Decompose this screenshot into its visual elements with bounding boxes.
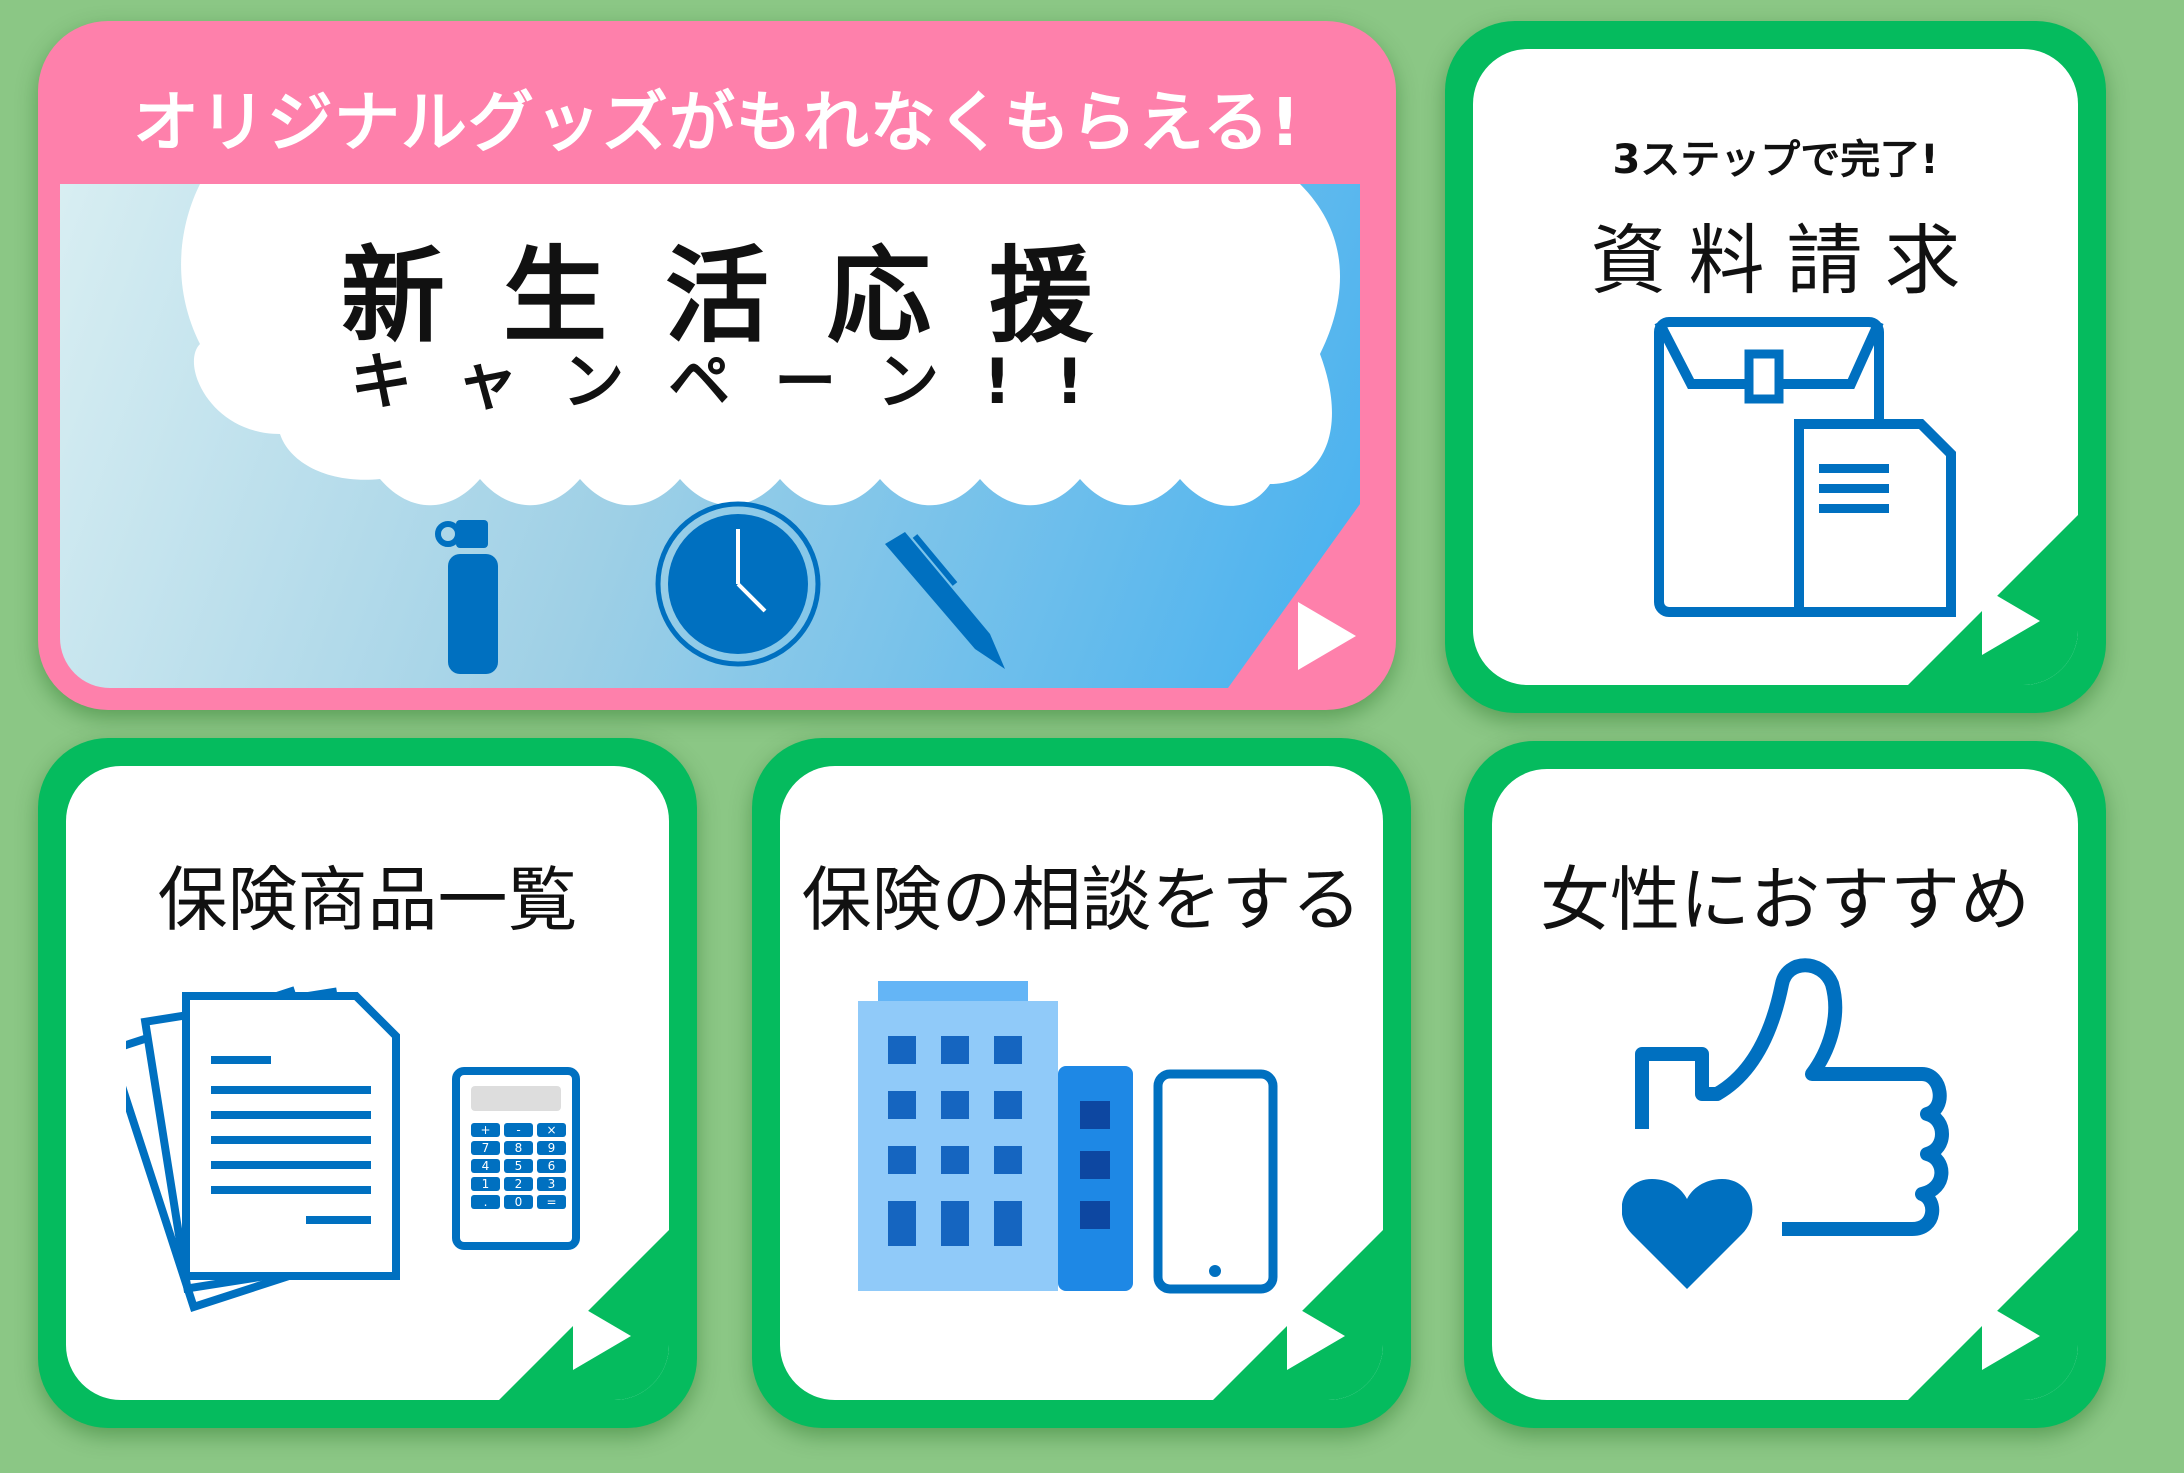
cloud-shape — [181, 184, 1341, 506]
key: 8 — [504, 1141, 533, 1155]
card-title: 保険の相談をする — [801, 859, 1362, 941]
key: 0 — [504, 1195, 533, 1209]
card-title: 保険商品一覧 — [157, 859, 578, 941]
key: . — [471, 1195, 500, 1209]
consultation-card[interactable]: 保険の相談をする — [752, 738, 1411, 1428]
key: 3 — [537, 1177, 566, 1191]
play-arrow-icon — [1298, 602, 1356, 670]
banner-title: 新生活応援 — [340, 235, 1151, 357]
play-arrow-icon — [573, 1302, 631, 1370]
key: = — [537, 1195, 566, 1209]
campaign-banner[interactable]: オリジナルグッズがもれなくもらえる! 新生活応援 キャンペーン!! — [38, 21, 1396, 710]
key: + — [471, 1123, 500, 1137]
documents-icon — [126, 986, 580, 1312]
thumbs-up-heart-icon — [1622, 958, 1949, 1289]
key: 6 — [537, 1159, 566, 1173]
banner-subtitle: キャンペーン!! — [350, 345, 1128, 418]
water-bottle-icon — [435, 520, 498, 674]
card-kicker: 3ステップで完了! — [1612, 137, 1939, 183]
key: 9 — [537, 1141, 566, 1155]
office-building-phone-icon — [858, 981, 1278, 1294]
card-title: 資料請求 — [1590, 216, 1983, 305]
key: × — [537, 1123, 566, 1137]
key: 2 — [504, 1177, 533, 1191]
clock-icon — [655, 501, 821, 667]
key: 5 — [504, 1159, 533, 1173]
card-title: 女性におすすめ — [1540, 859, 2030, 941]
pen-icon — [885, 532, 1005, 669]
banner-sky — [60, 184, 1360, 688]
women-recommended-card[interactable]: 女性におすすめ — [1464, 741, 2106, 1428]
envelope-document-icon — [1654, 317, 1956, 617]
key: 7 — [471, 1141, 500, 1155]
document-request-card[interactable]: 3ステップで完了! 資料請求 — [1445, 21, 2106, 713]
key: 4 — [471, 1159, 500, 1173]
play-arrow-icon — [1982, 587, 2040, 655]
play-arrow-icon — [1287, 1302, 1345, 1370]
banner-headline: オリジナルグッズがもれなくもらえる! — [132, 84, 1302, 161]
key: 1 — [471, 1177, 500, 1191]
key: - — [504, 1123, 533, 1137]
play-arrow-icon — [1982, 1302, 2040, 1370]
